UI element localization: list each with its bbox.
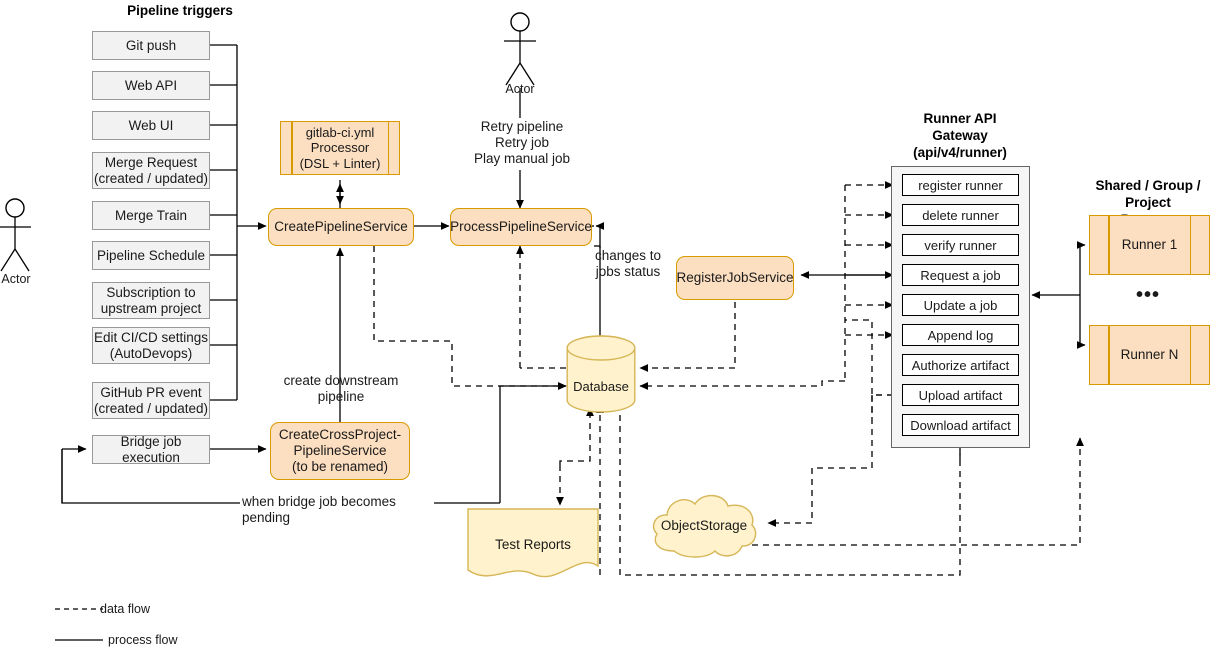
trigger-merge-train[interactable]: Merge Train	[92, 201, 210, 230]
create-cross-project-pipeline-service[interactable]: CreateCrossProject- PipelineService (to …	[270, 422, 410, 480]
object-storage-label: ObjectStorage	[660, 518, 748, 533]
document-shape	[467, 508, 599, 578]
database-shape	[566, 335, 636, 413]
test-reports-label: Test Reports	[495, 537, 571, 552]
bridge-pending-label: when bridge job becomes pending	[240, 494, 434, 527]
trigger-pipeline-schedule[interactable]: Pipeline Schedule	[92, 241, 210, 270]
trigger-web-ui[interactable]: Web UI	[92, 111, 210, 140]
trigger-bridge-job-execution[interactable]: Bridge job execution	[92, 434, 210, 465]
api-upload-artifact[interactable]: Upload artifact	[902, 384, 1019, 406]
api-register-runner[interactable]: register runner	[902, 174, 1019, 196]
database-label: Database	[573, 379, 629, 394]
register-job-service[interactable]: RegisterJobService	[676, 256, 794, 300]
api-update-a-job[interactable]: Update a job	[902, 294, 1019, 316]
runner-api-gateway-heading: Runner API Gateway (api/v4/runner)	[913, 111, 1007, 160]
trigger-merge-request[interactable]: Merge Request (created / updated)	[92, 152, 210, 189]
proc-left-bar	[291, 122, 293, 174]
proc-right-bar	[387, 122, 389, 174]
actor-left-label: Actor	[1, 272, 31, 286]
runner-left-bar	[1108, 326, 1110, 384]
trigger-edit-cicd-settings[interactable]: Edit CI/CD settings (AutoDevops)	[92, 327, 210, 364]
legend-process-flow-label: process flow	[108, 633, 178, 647]
object-storage-cloud[interactable]: ObjectStorage	[648, 489, 760, 561]
runner-n[interactable]: Runner N	[1089, 325, 1210, 385]
runner-right-bar	[1189, 216, 1191, 274]
changes-to-jobs-status-label: changes to jobs status	[594, 248, 662, 280]
api-verify-runner[interactable]: verify runner	[902, 234, 1019, 256]
runner-1[interactable]: Runner 1	[1089, 215, 1210, 275]
api-download-artifact[interactable]: Download artifact	[902, 414, 1019, 436]
api-request-a-job[interactable]: Request a job	[902, 264, 1019, 286]
legend-data-flow-label: data flow	[100, 602, 151, 616]
runner-right-bar	[1189, 326, 1191, 384]
trigger-github-pr-event[interactable]: GitHub PR event (created / updated)	[92, 382, 210, 419]
pipeline-triggers-heading: Pipeline triggers	[127, 3, 233, 18]
database-cylinder[interactable]: Database	[566, 335, 636, 413]
trigger-web-api[interactable]: Web API	[92, 71, 210, 100]
test-reports-document[interactable]: Test Reports	[467, 508, 599, 580]
actor-top-label: Actor	[505, 82, 535, 96]
runners-ellipsis: •••	[1136, 284, 1161, 306]
trigger-git-push[interactable]: Git push	[92, 31, 210, 60]
gitlab-ci-yml-processor[interactable]: gitlab-ci.yml Processor (DSL + Linter)	[280, 121, 400, 175]
legend-lines	[55, 608, 103, 641]
process-pipeline-service[interactable]: ProcessPipelineService	[450, 208, 592, 246]
retry-label: Retry pipeline Retry job Play manual job	[473, 119, 571, 167]
api-delete-runner[interactable]: delete runner	[902, 204, 1019, 226]
create-pipeline-service[interactable]: CreatePipelineService	[268, 208, 414, 246]
api-append-log[interactable]: Append log	[902, 324, 1019, 346]
cloud-shape	[652, 494, 757, 558]
api-authorize-artifact[interactable]: Authorize artifact	[902, 354, 1019, 376]
trigger-subscription-upstream[interactable]: Subscription to upstream project	[92, 282, 210, 319]
runner-left-bar	[1108, 216, 1110, 274]
create-downstream-pipeline-label: create downstream pipeline	[283, 373, 399, 405]
